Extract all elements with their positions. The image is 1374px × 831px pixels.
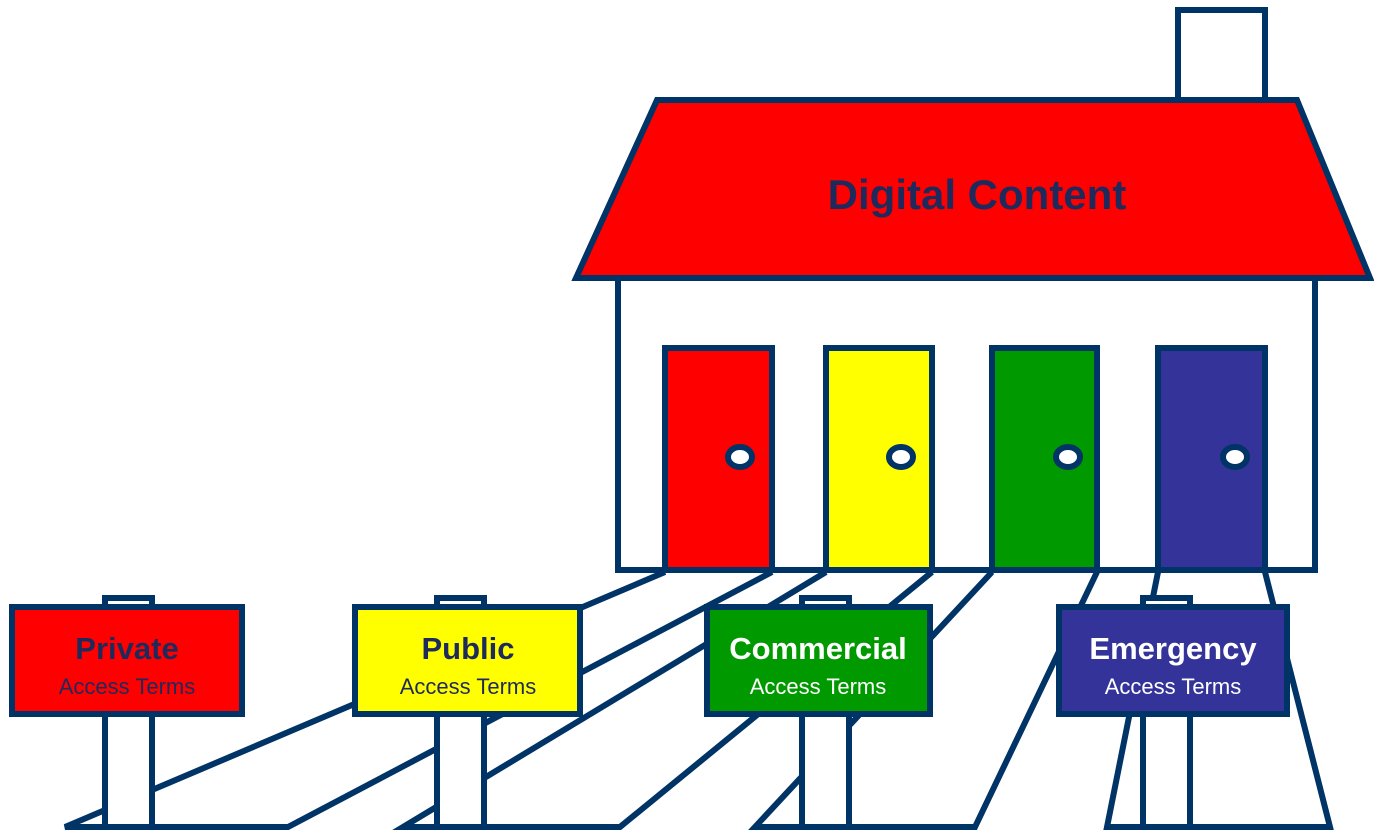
sign-commercial[interactable]: Commercial Access Terms bbox=[704, 604, 933, 717]
door-private[interactable] bbox=[662, 345, 775, 573]
house-roof bbox=[571, 97, 1374, 281]
sign-public[interactable]: Public Access Terms bbox=[352, 604, 583, 717]
sign-public-title: Public bbox=[421, 631, 514, 666]
door-commercial-knob-icon bbox=[1053, 444, 1083, 470]
door-public-knob-icon bbox=[886, 444, 916, 470]
sign-commercial-title: Commercial bbox=[729, 631, 906, 666]
signs: Private Access Terms Public Access Terms… bbox=[9, 604, 1290, 717]
sign-public-subtitle: Access Terms bbox=[400, 674, 537, 699]
sign-emergency-board[interactable] bbox=[1056, 604, 1290, 717]
door-private-knob-icon bbox=[725, 444, 755, 470]
sign-private[interactable]: Private Access Terms bbox=[9, 604, 245, 717]
doors bbox=[662, 345, 1268, 573]
chimney bbox=[1175, 7, 1268, 103]
sign-private-subtitle: Access Terms bbox=[59, 674, 196, 699]
door-commercial[interactable] bbox=[989, 345, 1100, 573]
sign-emergency[interactable]: Emergency Access Terms bbox=[1056, 604, 1290, 717]
sign-emergency-title: Emergency bbox=[1089, 631, 1257, 666]
door-emergency[interactable] bbox=[1155, 345, 1268, 573]
sign-private-title: Private bbox=[75, 631, 178, 666]
door-public[interactable] bbox=[823, 345, 935, 573]
sign-commercial-board[interactable] bbox=[704, 604, 933, 717]
door-public-panel[interactable] bbox=[823, 345, 935, 573]
sign-commercial-subtitle: Access Terms bbox=[750, 674, 887, 699]
door-emergency-knob-icon bbox=[1220, 444, 1250, 470]
sign-private-board[interactable] bbox=[9, 604, 245, 717]
sign-public-board[interactable] bbox=[352, 604, 583, 717]
house-title: Digital Content bbox=[828, 171, 1127, 218]
sign-emergency-subtitle: Access Terms bbox=[1105, 674, 1242, 699]
door-private-panel[interactable] bbox=[662, 345, 775, 573]
